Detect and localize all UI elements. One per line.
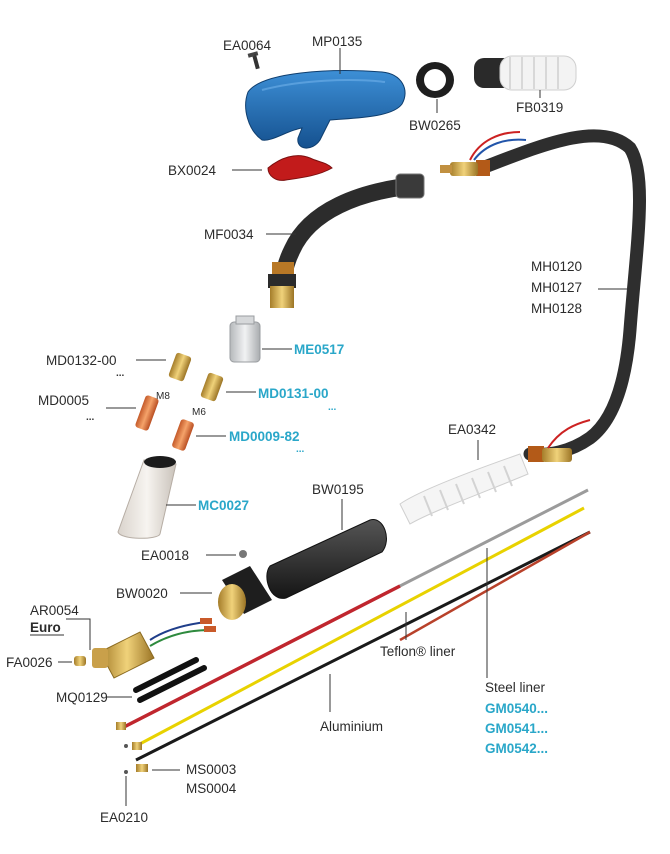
diffuser-part [229,315,261,363]
label-md0005: MD0005 [38,393,89,408]
label-fb0319: FB0319 [516,100,563,115]
label-ms0004: MS0004 [186,781,237,796]
ring-part [416,62,454,98]
spring-part [399,453,529,525]
label-mq0129: MQ0129 [56,690,108,705]
label-md0132: MD0132-00 [46,353,117,368]
label-bx0024: BX0024 [168,163,217,178]
nozzle-part [117,456,177,539]
label-steel: Steel liner [485,680,546,695]
trigger-part [267,155,333,181]
label-euro: Euro [30,620,61,635]
nut-part [218,566,272,620]
label-aluminium: Aluminium [320,719,383,734]
label-gm0541: GM0541... [485,721,548,736]
tip-md0132 [168,352,192,382]
mq0129-part [133,657,207,703]
label-ea0342: EA0342 [448,422,496,437]
label-gm0540: GM0540... [485,701,548,716]
label-fa0026: FA0026 [6,655,53,670]
dots-md0005: ... [86,412,95,423]
label-md0131: MD0131-00 [258,386,329,401]
dots-md0009: ... [296,444,305,455]
dots-md0132: ... [116,368,125,379]
spring-guard-part [474,55,577,91]
label-mc0027: MC0027 [198,498,249,513]
label-ea0210: EA0210 [100,810,148,825]
label-bw0195: BW0195 [312,482,364,497]
label-mp0135: MP0135 [312,34,362,49]
gooseneck-part [268,173,425,308]
label-ms0003: MS0003 [186,762,236,777]
tip-md0009 [172,419,194,451]
tip-md0131 [200,372,224,402]
handle-part [245,70,406,149]
fa0026-part [74,656,86,666]
label-m6: M6 [192,407,206,418]
dots-md0131: ... [328,402,337,413]
label-bw0020: BW0020 [116,586,168,601]
label-mh0120: MH0120 [531,259,582,274]
label-mh0127: MH0127 [531,280,582,295]
label-bw0265: BW0265 [409,118,461,133]
label-ea0018: EA0018 [141,548,189,563]
label-gm0542: GM0542... [485,741,548,756]
tip-md0005 [135,395,159,431]
sleeve-part [266,519,387,599]
label-m8: M8 [156,391,170,402]
small-screw-part [239,550,247,558]
torch-cable-part [440,129,646,462]
label-mh0128: MH0128 [531,301,582,316]
label-ar0054: AR0054 [30,603,79,618]
label-me0517: ME0517 [294,342,344,357]
label-md0009: MD0009-82 [229,429,300,444]
euro-connector-part [92,618,216,679]
liners-part [116,488,591,774]
label-mf0034: MF0034 [204,227,254,242]
screw-part [247,51,260,70]
label-ea0064: EA0064 [223,38,272,53]
label-teflon: Teflon® liner [380,644,456,659]
